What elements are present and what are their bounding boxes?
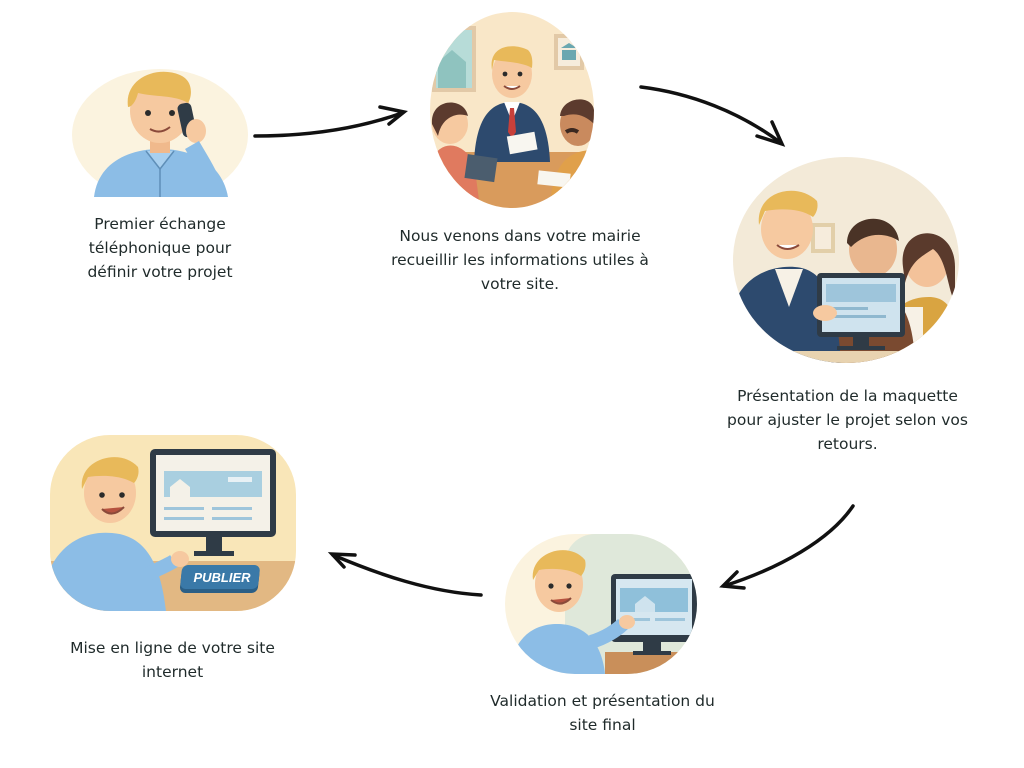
presenting-final-site-illustration: [505, 534, 697, 674]
caption-line: recueillir les informations utiles à: [391, 251, 649, 269]
caption-line: internet: [141, 663, 204, 681]
caption-line: Premier échange: [94, 215, 226, 233]
step-4-caption: Validation et présentation du site final: [465, 689, 740, 737]
arrow-step2-to-step3: [639, 85, 786, 147]
caption-line: Mise en ligne de votre site: [70, 639, 275, 657]
caption-line: retours.: [817, 435, 878, 453]
arrow-step1-to-step2: [253, 105, 408, 138]
publishing-website-illustration: PUBLIER: [50, 435, 296, 611]
caption-line: définir votre projet: [87, 263, 233, 281]
step-5-caption: Mise en ligne de votre site internet: [40, 636, 305, 684]
caption-line: Présentation de la maquette: [737, 387, 958, 405]
caption-line: votre site.: [480, 275, 560, 293]
arrow-step3-to-step4: [719, 504, 855, 590]
step-3-caption: Présentation de la maquette pour ajuster…: [705, 384, 990, 456]
caption-line: site final: [569, 716, 636, 734]
caption-line: Validation et présentation du: [490, 692, 715, 710]
man-on-phone-illustration: [72, 65, 248, 197]
step-1-caption: Premier échange téléphonique pour défini…: [60, 212, 260, 284]
arrow-step4-to-step5: [327, 552, 483, 597]
caption-line: téléphonique pour: [88, 239, 232, 257]
publish-button-label: PUBLIER: [193, 570, 251, 585]
presenting-mockup-illustration: [733, 157, 959, 363]
publish-button[interactable]: PUBLIER: [179, 565, 260, 593]
caption-line: Nous venons dans votre mairie: [399, 227, 641, 245]
meeting-at-town-hall-illustration: [430, 12, 594, 208]
caption-line: pour ajuster le projet selon vos: [727, 411, 968, 429]
step-2-caption: Nous venons dans votre mairie recueillir…: [360, 224, 680, 296]
